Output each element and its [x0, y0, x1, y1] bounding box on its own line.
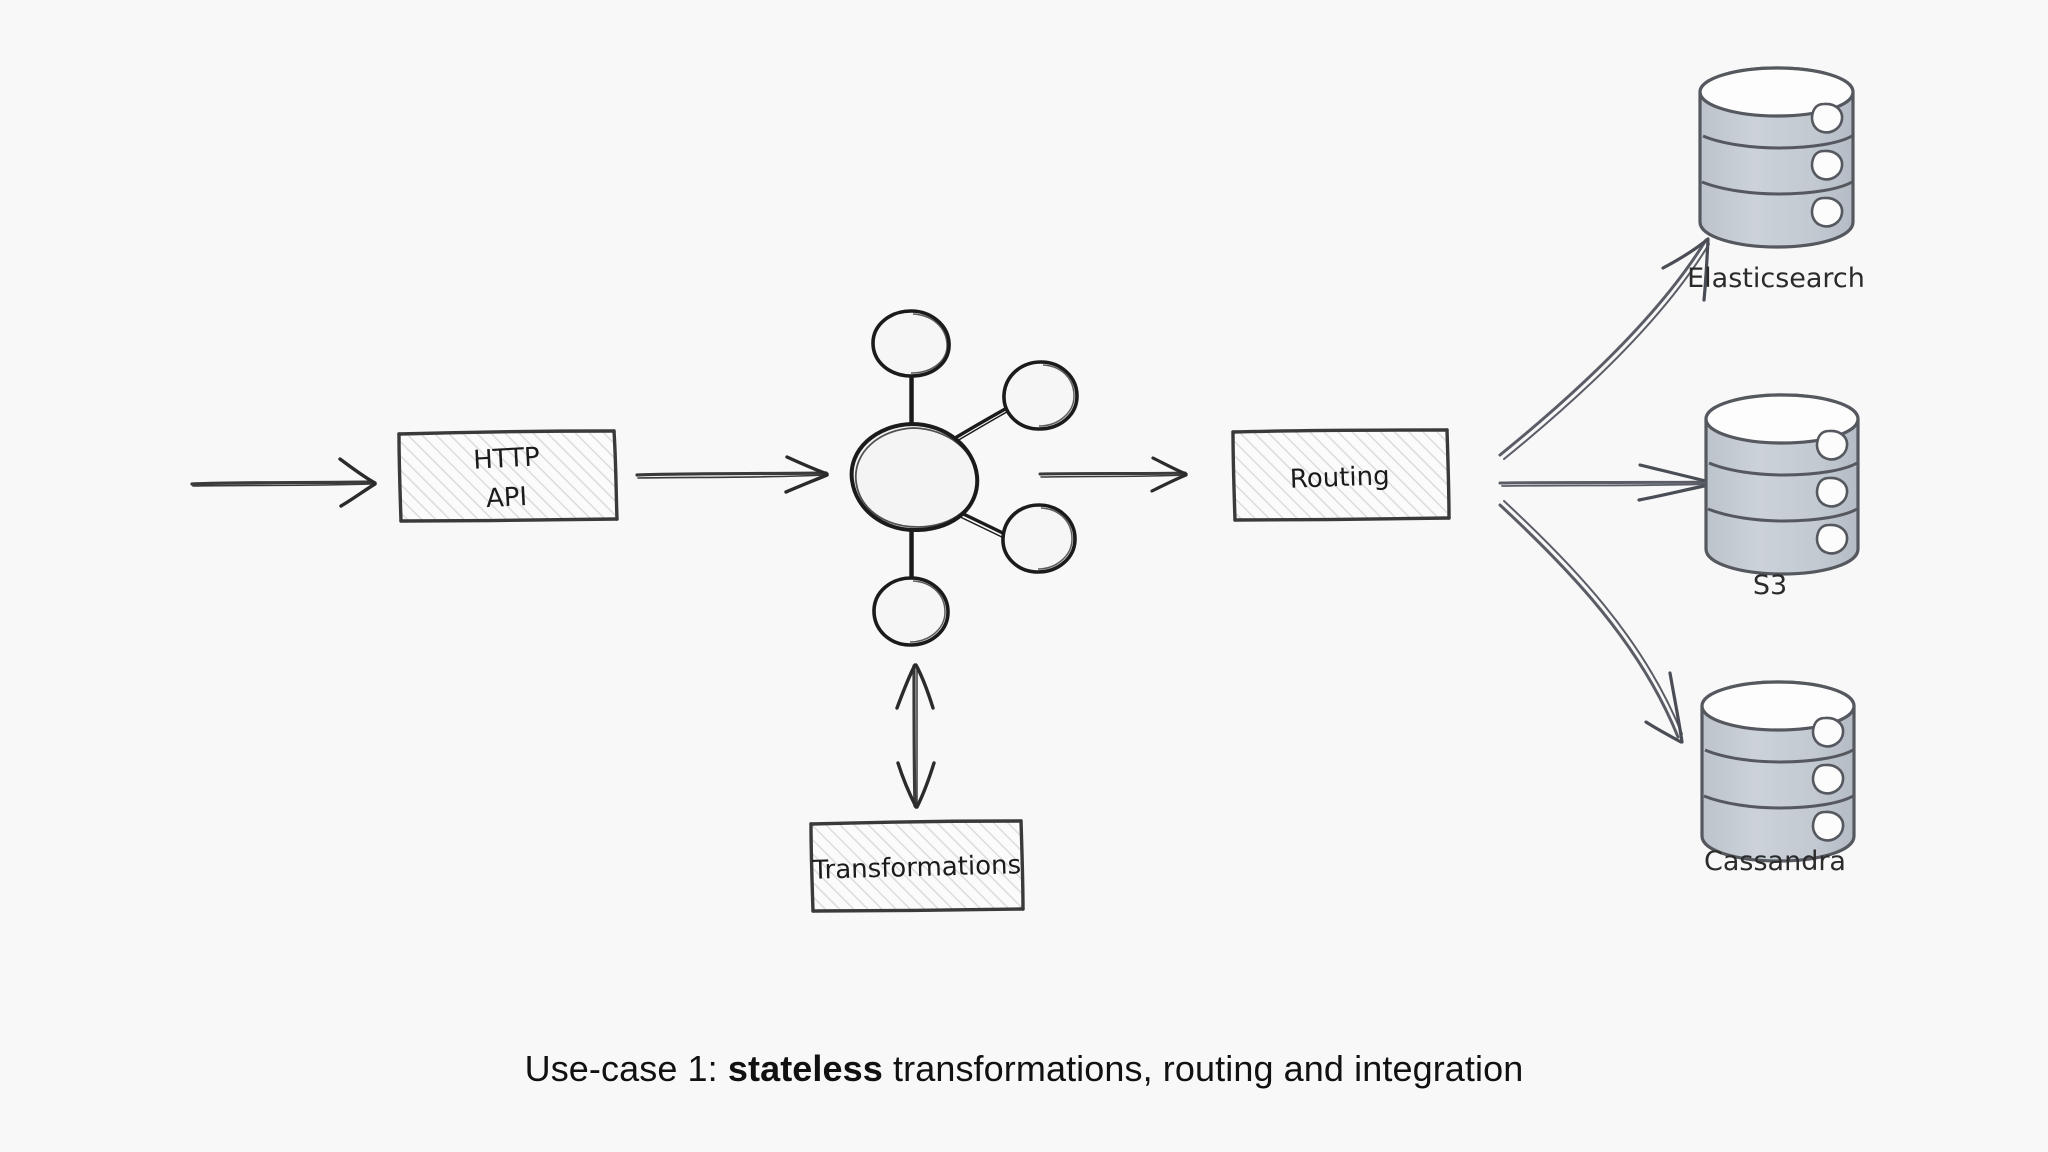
datastore-label-s3: S3	[1753, 570, 1787, 601]
node-http-api[interactable]: HTTP API	[397, 429, 619, 523]
node-routing[interactable]: Routing	[1231, 428, 1451, 522]
hub-center-circle	[849, 421, 980, 533]
datastore-elasticsearch[interactable]: Elasticsearch	[1687, 66, 1865, 294]
datastore-s3[interactable]: S3	[1704, 393, 1860, 601]
diagram-caption: Use-case 1: stateless transformations, r…	[0, 1048, 2048, 1090]
arrow-routing-to-cassandra	[1498, 500, 1684, 744]
caption-suffix: transformations, routing and integration	[882, 1048, 1524, 1089]
arrow-routing-to-elasticsearch	[1498, 237, 1710, 460]
arrow-http-api-to-hub	[635, 455, 829, 494]
caption-emphasis: stateless	[727, 1048, 883, 1089]
datastore-cassandra[interactable]: Cassandra	[1700, 680, 1856, 877]
hub-satellite-top	[871, 309, 951, 378]
http-api-label-line2: API	[485, 482, 528, 514]
hub-satellite-lower-right	[1001, 503, 1077, 574]
arrow-routing-to-s3	[1498, 463, 1716, 502]
arrow-inbound-to-http-api	[190, 457, 377, 508]
hub-satellite-upper-right	[1002, 360, 1079, 431]
datastore-label-cassandra: Cassandra	[1704, 846, 1846, 877]
hub-satellite-bottom	[872, 576, 950, 647]
arrow-hub-to-routing	[1038, 456, 1188, 493]
arrow-hub-to-transformations	[895, 663, 936, 809]
transformations-label: Transformations	[811, 850, 1021, 885]
routing-label: Routing	[1289, 461, 1390, 494]
datastore-label-elasticsearch: Elasticsearch	[1687, 263, 1865, 294]
node-hub-cluster[interactable]	[849, 309, 1079, 647]
http-api-label-line1: HTTP	[473, 442, 541, 475]
node-transformations[interactable]: Transformations	[809, 819, 1025, 913]
caption-prefix: Use-case 1:	[524, 1048, 728, 1089]
